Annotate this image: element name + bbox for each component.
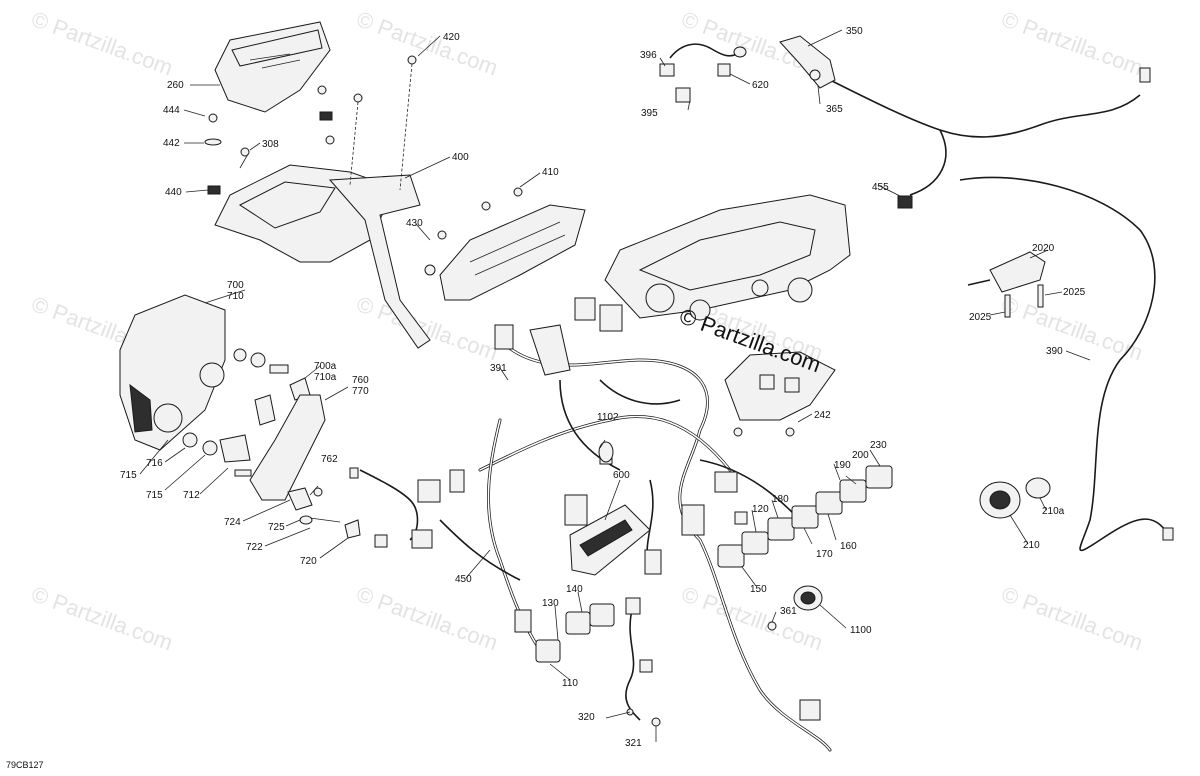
watermark-text: © Partzilla.com xyxy=(998,291,1146,365)
callout-308: 308 xyxy=(262,139,279,150)
callout-715-top: 715 xyxy=(120,470,137,481)
callout-210: 210 xyxy=(1023,540,1040,551)
callout-715-bottom: 715 xyxy=(146,490,163,501)
callout-724: 724 xyxy=(224,517,241,528)
part-right-harness xyxy=(829,67,1174,552)
callout-180: 180 xyxy=(772,494,789,505)
part-gauge-housing xyxy=(604,194,851,321)
callout-242: 242 xyxy=(814,410,831,421)
callout-390: 390 xyxy=(1046,346,1063,357)
callout-395: 395 xyxy=(641,108,658,119)
watermark-text: © Partzilla.com xyxy=(998,6,1146,80)
watermark-text: © Partzilla.com xyxy=(998,581,1146,655)
callout-720: 720 xyxy=(300,556,317,567)
callout-762: 762 xyxy=(321,454,338,465)
callout-455: 455 xyxy=(872,182,889,193)
callout-2025-left: 2025 xyxy=(969,312,992,323)
part-relay-box xyxy=(724,351,836,437)
part-headlight xyxy=(119,294,311,477)
callout-2020: 2020 xyxy=(1032,243,1055,254)
callout-210a: 210a xyxy=(1042,506,1065,517)
part-switch-210 xyxy=(979,477,1051,519)
callout-430: 430 xyxy=(406,218,423,229)
part-bracket-tray xyxy=(214,164,431,349)
callout-712: 712 xyxy=(183,490,200,501)
callout-260: 260 xyxy=(167,80,184,91)
figure-code: 79CB127 xyxy=(6,760,44,770)
callout-450: 450 xyxy=(455,574,472,585)
callout-600: 600 xyxy=(613,470,630,481)
watermark-text: © Partzilla.com xyxy=(353,581,501,655)
callout-361: 361 xyxy=(780,606,797,617)
callout-140: 140 xyxy=(566,584,583,595)
callout-1102: 1102 xyxy=(597,412,619,423)
callout-130: 130 xyxy=(542,598,559,609)
part-wire-group-top xyxy=(659,35,836,103)
callout-710a: 710a xyxy=(314,372,337,383)
callout-1100: 1100 xyxy=(850,625,872,636)
callout-190: 190 xyxy=(834,460,851,471)
callout-170: 170 xyxy=(816,549,833,560)
callout-2025-right: 2025 xyxy=(1063,287,1086,298)
callout-400: 400 xyxy=(452,152,469,163)
callout-440: 440 xyxy=(165,187,182,198)
callout-396: 396 xyxy=(640,50,657,61)
part-module-2020 xyxy=(967,251,1046,318)
callout-320: 320 xyxy=(578,712,595,723)
watermark-text: © Partzilla.com xyxy=(28,581,176,655)
callout-700a: 700a xyxy=(314,361,337,372)
callout-410: 410 xyxy=(542,167,559,178)
callout-110: 110 xyxy=(562,678,578,689)
part-bracket-410 xyxy=(424,187,586,301)
part-switch-group xyxy=(717,465,893,568)
part-power-socket xyxy=(598,441,823,631)
callout-444: 444 xyxy=(163,105,180,116)
callout-760: 760 xyxy=(352,375,369,386)
callout-700: 700 xyxy=(227,280,244,291)
part-headlight-bracket xyxy=(249,394,361,539)
callout-770: 770 xyxy=(352,386,369,397)
callout-420: 420 xyxy=(443,32,460,43)
watermark-text: © Partzilla.com xyxy=(28,6,176,80)
part-harness-connectors xyxy=(349,297,821,721)
callout-365: 365 xyxy=(826,104,843,115)
watermark-text: © Partzilla.com xyxy=(353,6,501,80)
callout-120: 120 xyxy=(752,504,769,515)
callout-716: 716 xyxy=(146,458,163,469)
callout-200: 200 xyxy=(852,450,869,461)
part-switch-lower xyxy=(535,597,661,727)
callout-321: 321 xyxy=(625,738,642,749)
leader-lines xyxy=(139,29,1091,742)
callout-722: 722 xyxy=(246,542,263,553)
callout-350: 350 xyxy=(846,26,863,37)
callout-710: 710 xyxy=(227,291,244,302)
watermark-text: © Partzilla.com xyxy=(353,291,501,365)
callout-230: 230 xyxy=(870,440,887,451)
callout-160: 160 xyxy=(840,541,857,552)
callout-725: 725 xyxy=(268,522,285,533)
callout-442: 442 xyxy=(163,138,180,149)
part-fasteners-top xyxy=(204,55,417,195)
callout-labels: 260 444 442 308 440 420 400 410 430 396 … xyxy=(120,26,1086,749)
part-top-cover xyxy=(214,21,331,113)
callout-391: 391 xyxy=(490,363,507,374)
callout-620: 620 xyxy=(752,80,769,91)
callout-150: 150 xyxy=(750,584,767,595)
